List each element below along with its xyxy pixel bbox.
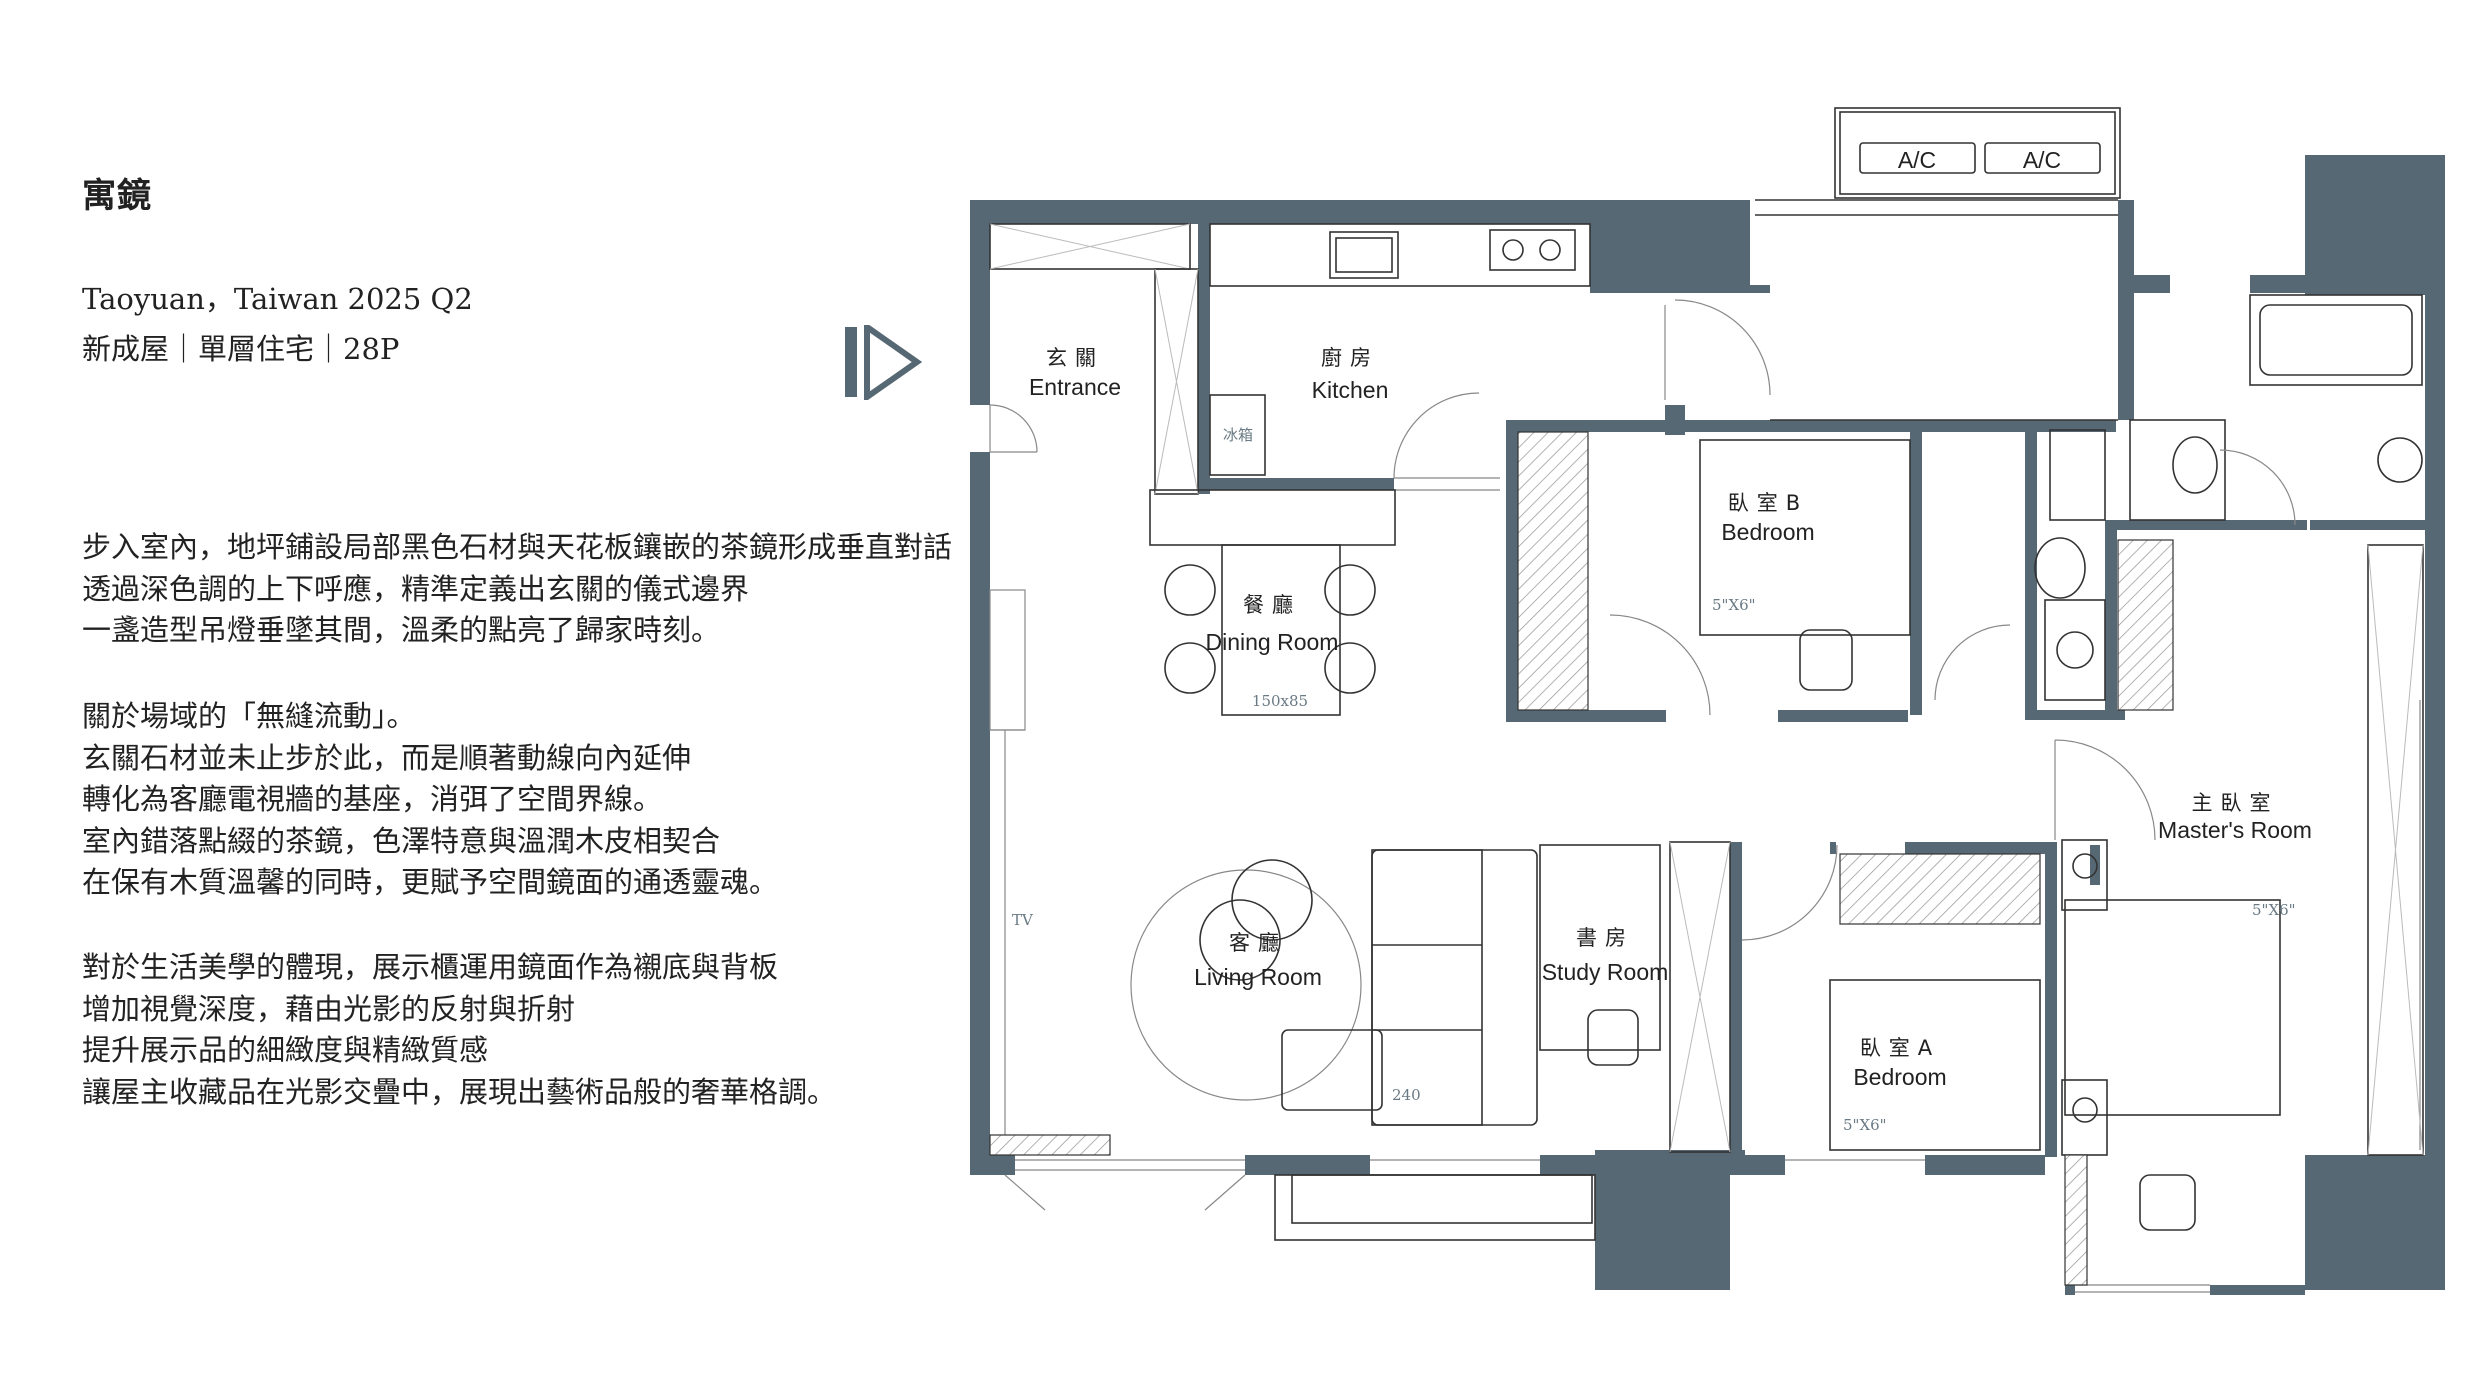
tv-label: TV <box>1012 911 1034 929</box>
master-label-zh: 主臥室 <box>2192 791 2279 815</box>
windows <box>989 107 2421 1293</box>
bedroom-b-label-zh: 臥室B <box>1728 491 1808 515</box>
description-line: 在保有木質溫馨的同時，更賦予空間鏡面的通透靈魂。 <box>82 865 779 899</box>
master-label-en: Master's Room <box>2158 817 2312 843</box>
ac-label: A/C <box>1898 147 1936 173</box>
project-meta: 新成屋｜單層住宅｜28P <box>82 332 400 366</box>
entrance-label-zh: 玄關 <box>1046 346 1104 370</box>
bathrooms <box>1934 294 2423 711</box>
entrance-label-en: Entrance <box>1029 374 1121 400</box>
description-line: 玄關石材並未止步於此，而是順著動線向內延伸 <box>82 740 692 775</box>
description-line: 轉化為客廳電視牆的基座，消弭了空間界線。 <box>82 782 663 816</box>
bed-a-size-label: 5"X6" <box>1843 1116 1887 1134</box>
bedroom-a-furniture: 5"X6" <box>1829 853 2041 1151</box>
entrance-arrow-icon <box>845 325 922 400</box>
dining-label-en: Dining Room <box>1206 629 1339 655</box>
fridge-label: 冰箱 <box>1223 426 1253 444</box>
bedroom-b-label-en: Bedroom <box>1721 519 1814 545</box>
description-paragraph-3: 對於生活美學的體現，展示櫃運用鏡面作為襯底與背板 增加視覺深度，藉由光影的反射與… <box>82 947 836 1113</box>
living-label-en: Living Room <box>1194 964 1322 990</box>
description-line: 增加視覺深度，藉由光影的反射與折射 <box>82 991 576 1026</box>
description-paragraph-1: 步入室內，地坪鋪設局部黑色石材與天花板鑲嵌的茶鏡形成垂直對話 透過深色調的上下呼… <box>82 527 952 652</box>
master-furniture: 5"X6" <box>2054 544 2424 1286</box>
bed-b-size-label: 5"X6" <box>1712 596 1756 614</box>
ac-label: A/C <box>2023 147 2061 173</box>
kitchen-label-en: Kitchen <box>1312 377 1389 403</box>
room-labels: 玄關 Entrance 廚房 Kitchen 餐廳 Dining Room 客廳… <box>1029 346 2312 1090</box>
description-line: 步入室內，地坪鋪設局部黑色石材與天花板鑲嵌的茶鏡形成垂直對話 <box>82 530 953 564</box>
bedroom-b-furniture: 5"X6" <box>1517 431 1911 716</box>
structural-walls <box>970 155 2445 1295</box>
entrance-cabinets <box>989 223 1199 495</box>
project-location: Taoyuan，Taiwan 2025 Q2 <box>82 282 473 316</box>
floor-plan: A/C A/C 冰箱 150x85 <box>970 107 2445 1295</box>
description-line: 提升展示品的細緻度與精緻質感 <box>82 1033 489 1067</box>
dining-set: 150x85 <box>1164 544 1376 716</box>
ac-units: A/C A/C <box>1859 142 2101 174</box>
description-line: 對於生活美學的體現，展示櫃運用鏡面作為襯底與背板 <box>82 950 779 984</box>
bedroom-a-label-zh: 臥室A <box>1860 1036 1940 1060</box>
description-line: 室內錯落點綴的茶鏡，色澤特意與溫潤木皮相契合 <box>82 823 721 858</box>
study-label-zh: 書房 <box>1576 926 1634 950</box>
description-line: 關於場域的「無縫流動」。 <box>82 699 416 733</box>
interior-walls <box>1198 214 2430 1175</box>
kitchen-counter: 冰箱 <box>1149 223 1771 546</box>
description-line: 一盞造型吊燈垂墜其間，溫柔的點亮了歸家時刻。 <box>82 613 721 647</box>
bedroom-a-label-en: Bedroom <box>1853 1064 1946 1090</box>
bed-master-size-label: 5"X6" <box>2252 901 2296 919</box>
description-paragraph-2: 關於場域的「無縫流動」。 玄關石材並未止步於此，而是順著動線向內延伸 轉化為客廳… <box>82 696 778 904</box>
study-label-en: Study Room <box>1542 959 1669 985</box>
description-line: 讓屋主收藏品在光影交疊中，展現出藝術品般的奢華格調。 <box>82 1074 837 1109</box>
description-line: 透過深色調的上下呼應，精準定義出玄關的儀式邊界 <box>82 571 750 606</box>
sofa-size-label: 240 <box>1392 1086 1421 1104</box>
project-title: 寓鏡 <box>82 176 152 216</box>
study-furniture <box>1539 841 1838 1153</box>
table-size-label: 150x85 <box>1252 692 1308 710</box>
living-label-zh: 客廳 <box>1229 931 1287 955</box>
dining-label-zh: 餐廳 <box>1243 593 1301 617</box>
kitchen-label-zh: 廚房 <box>1321 346 1379 370</box>
living-furniture: 240 TV <box>989 849 1538 1211</box>
